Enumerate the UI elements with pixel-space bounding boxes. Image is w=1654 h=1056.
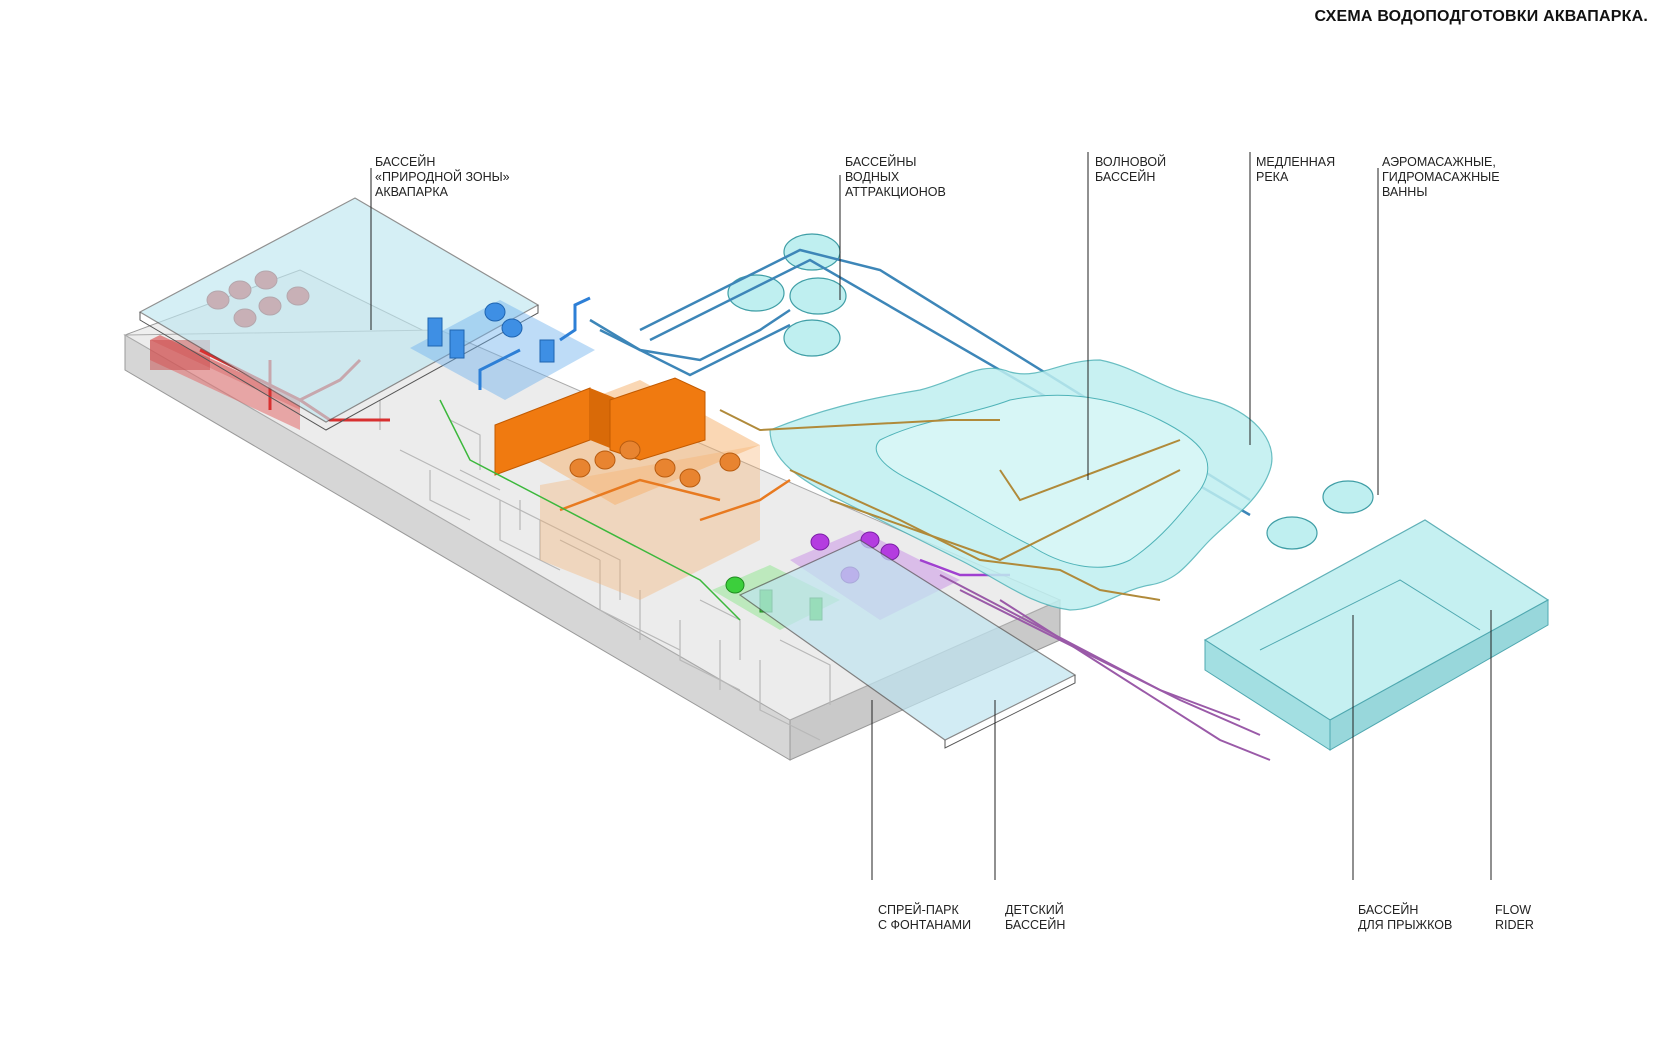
kids-pool [738,539,1077,749]
nature-zone-pool [138,197,540,431]
diving-flowrider [1203,519,1550,751]
orange-treatment-system [494,377,791,600]
attraction-pools [727,233,847,357]
diagram-title: СХЕМА ВОДОПОДГОТОВКИ АКВАПАРКА. [1314,8,1648,25]
spa-baths [1266,480,1374,550]
purple-piping [939,574,1271,761]
leader-lines [370,152,1492,880]
label-nature-pool: БАССЕЙН«ПРИРОДНОЙ ЗОНЫ»АКВАПАРКА [375,155,510,199]
blue-treatment-system [410,296,595,400]
wave-lazy-river [719,359,1273,611]
